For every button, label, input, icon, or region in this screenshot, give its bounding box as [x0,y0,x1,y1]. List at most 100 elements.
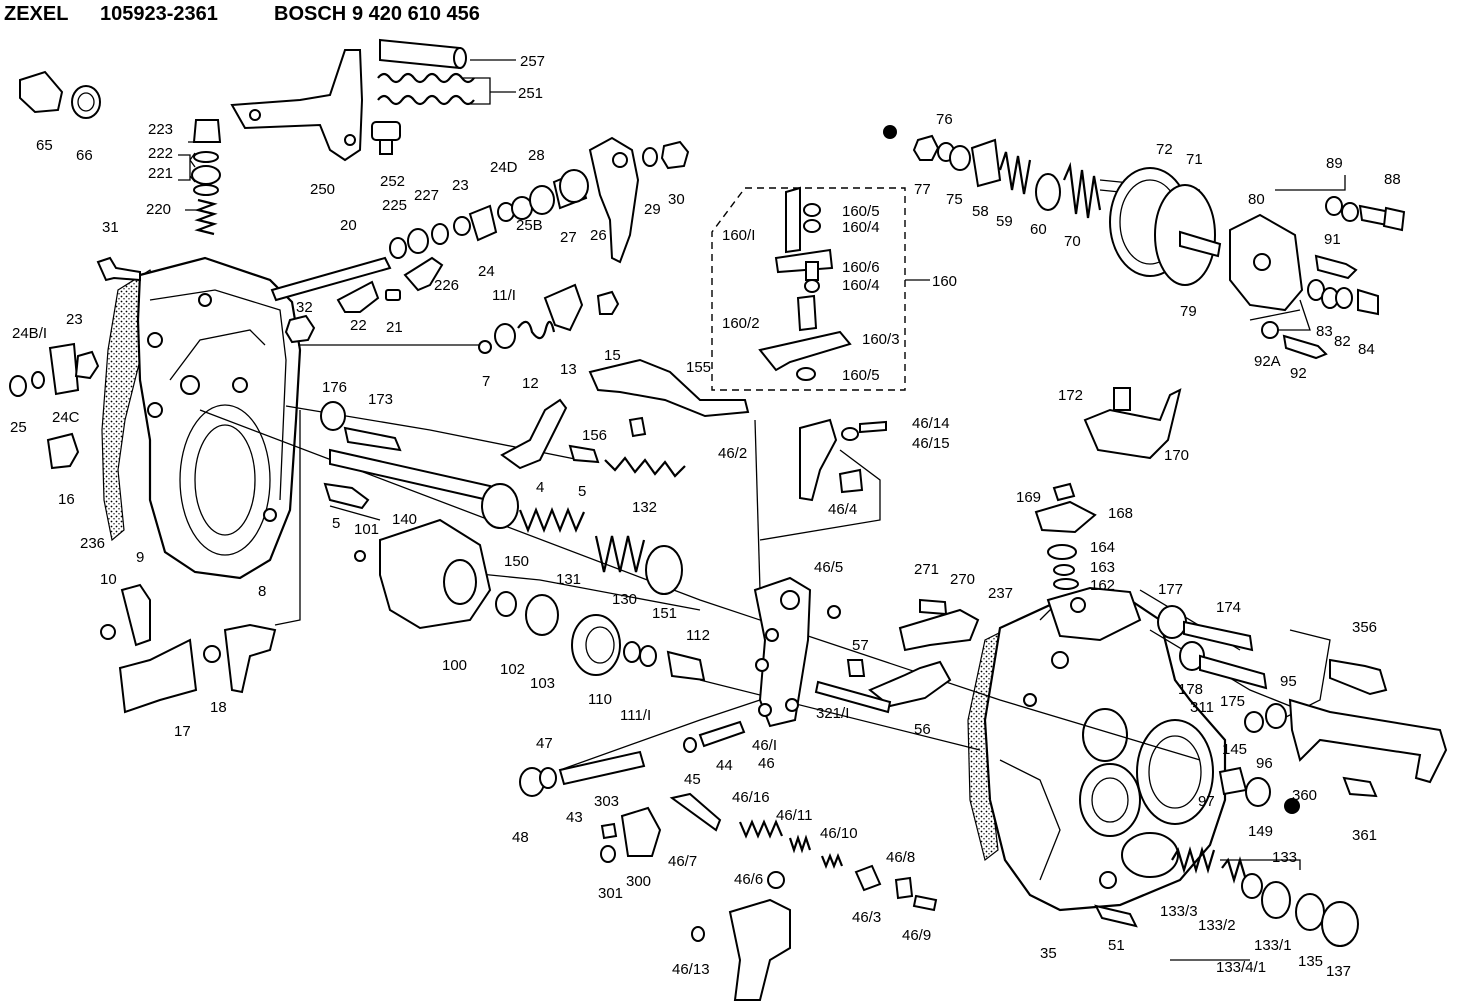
part-label-92: 92 [1290,365,1307,382]
brand-zexel: ZEXEL [4,3,68,25]
part-label-18: 18 [210,699,227,716]
right-housing [967,586,1227,912]
part-label-13341: 133/4/1 [1216,959,1266,976]
part-label-248i: 24B/I [12,325,47,342]
part-label-21: 21 [386,319,403,336]
part-label-360: 360 [1292,787,1317,804]
part-label-257: 257 [520,53,545,70]
part-label-84: 84 [1358,341,1375,358]
part-label-5a: 5 [578,483,586,500]
part-label-1601: 160/I [722,227,755,244]
part-label-223: 223 [148,121,173,138]
part-label-160: 160 [932,273,957,290]
part-label-164: 164 [1090,539,1115,556]
part-label-46: 46 [758,755,775,772]
part-label-29: 29 [644,201,661,218]
part-label-1333: 133/3 [1160,903,1198,920]
part-label-175: 175 [1220,693,1245,710]
part-label-468: 46/8 [886,849,915,866]
part-label-1604b: 160/4 [842,277,880,294]
part-label-35: 35 [1040,945,1057,962]
part-label-47: 47 [536,735,553,752]
part-label-162: 162 [1090,577,1115,594]
part-label-237: 237 [988,585,1013,602]
part-label-24d: 24D [490,159,518,176]
part-label-163: 163 [1090,559,1115,576]
part-label-174: 174 [1216,599,1241,616]
part-label-151: 151 [652,605,677,622]
part-label-58: 58 [972,203,989,220]
part-label-5b: 5 [332,515,340,532]
part-label-137: 137 [1326,963,1351,980]
part-label-75: 75 [946,191,963,208]
part-label-133: 133 [1272,849,1297,866]
part-label-13: 13 [560,361,577,378]
part-label-170: 170 [1164,447,1189,464]
part-label-4616: 46/16 [732,789,770,806]
part-label-4614: 46/14 [912,415,950,432]
part-label-303: 303 [594,793,619,810]
part-label-17: 17 [174,723,191,740]
part-label-26: 26 [590,227,607,244]
part-label-155: 155 [686,359,711,376]
part-label-225: 225 [382,197,407,214]
part-label-56: 56 [914,721,931,738]
part-label-12: 12 [522,375,539,392]
part-label-25b: 25B [516,217,543,234]
part-label-66: 66 [76,147,93,164]
part-label-32: 32 [296,299,313,316]
part-label-71: 71 [1186,151,1203,168]
part-label-59: 59 [996,213,1013,230]
part-label-469: 46/9 [902,927,931,944]
part-label-97: 97 [1198,793,1215,810]
part-label-145: 145 [1222,741,1247,758]
part-label-4613: 46/13 [672,961,710,978]
part-label-76: 76 [936,111,953,128]
part-label-140: 140 [392,511,417,528]
part-label-24c: 24C [52,409,80,426]
part-label-465: 46/5 [814,559,843,576]
part-label-130: 130 [612,591,637,608]
part-label-88: 88 [1384,171,1401,188]
part-label-51: 51 [1108,937,1125,954]
part-label-467: 46/7 [668,853,697,870]
leader-lines [178,59,1346,961]
part-label-28: 28 [528,147,545,164]
part-label-103: 103 [530,675,555,692]
part-label-96: 96 [1256,755,1273,772]
part-label-83: 83 [1316,323,1333,340]
part-label-82: 82 [1334,333,1351,350]
part-label-25: 25 [10,419,27,436]
left-housing [101,256,302,580]
part-label-111i: 111/I [620,707,651,724]
part-label-48: 48 [512,829,529,846]
part-label-77: 77 [914,181,931,198]
part-label-466: 46/6 [734,871,763,888]
part-label-176: 176 [322,379,347,396]
part-label-43: 43 [566,809,583,826]
part-label-301: 301 [598,885,623,902]
part-label-16: 16 [58,491,75,508]
part-label-27: 27 [560,229,577,246]
part-label-311: 311 [1190,699,1214,716]
part-label-92a: 92A [1254,353,1281,370]
part-label-150: 150 [504,553,529,570]
zexel-part-number: 105923-2361 [100,3,218,25]
part-label-15: 15 [604,347,621,364]
part-label-251: 251 [518,85,543,102]
part-label-112: 112 [686,627,710,644]
part-label-464: 46/4 [828,501,857,518]
part-label-91: 91 [1324,231,1341,248]
part-label-271: 271 [914,561,939,578]
part-label-221: 221 [148,165,173,182]
part-label-79: 79 [1180,303,1197,320]
part-label-3211: 321/I [816,705,849,722]
brand-bosch: BOSCH [274,3,346,25]
part-label-44: 44 [716,757,733,774]
part-label-70: 70 [1064,233,1081,250]
part-label-22: 22 [350,317,367,334]
header: ZEXEL 105923-2361 BOSCH 9 420 610 456 [4,3,480,25]
